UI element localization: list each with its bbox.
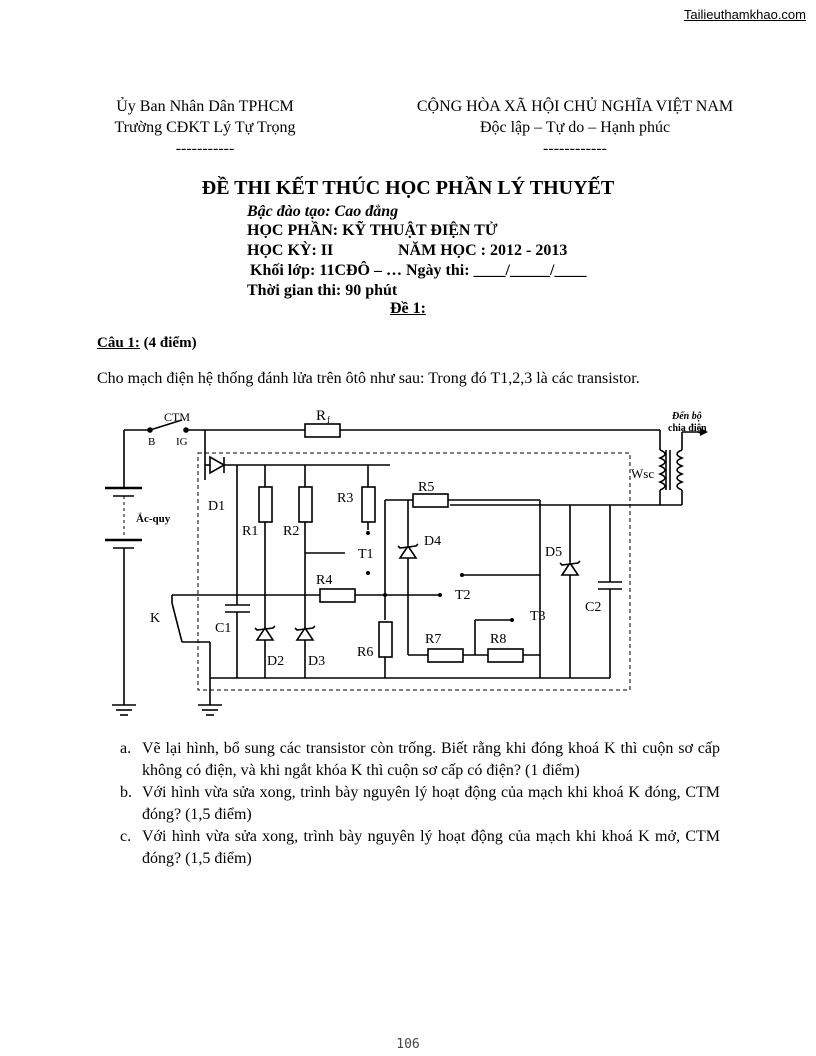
answer-item-b: b. Với hình vừa sửa xong, trình bày nguy… bbox=[120, 782, 720, 826]
label-r7: R7 bbox=[425, 632, 441, 647]
label-output-1: Đến bộ bbox=[671, 411, 702, 422]
answer-item-a: a. Vẽ lại hình, bổ sung các transistor c… bbox=[120, 738, 720, 782]
ignition-circuit-diagram: CTM B IG R f Đến bộ chia điện Wsc Ắc-quy… bbox=[105, 408, 708, 716]
label-c2: C2 bbox=[585, 600, 601, 615]
label-output-2: chia điện bbox=[668, 423, 707, 434]
question-intro: Cho mạch điện hệ thống đánh lửa trên ôtô… bbox=[97, 370, 640, 387]
item-label: c. bbox=[120, 828, 132, 845]
class-and-date: Khối lớp: 11CĐÔ – … Ngày thi: ____/_____… bbox=[250, 262, 587, 279]
school-year: NĂM HỌC : 2012 - 2013 bbox=[398, 242, 568, 259]
page-number: 106 bbox=[396, 1037, 420, 1052]
question-heading: Câu 1: (4 điểm) bbox=[97, 335, 197, 352]
label-d2: D2 bbox=[267, 654, 284, 669]
label-ctm: CTM bbox=[164, 410, 190, 424]
header-right: CỘNG HÒA XÃ HỘI CHỦ NGHĨA VIỆT NAM Độc l… bbox=[380, 96, 770, 159]
national-motto: Độc lập – Tự do – Hạnh phúc bbox=[479, 119, 671, 136]
label-r4: R4 bbox=[316, 573, 332, 588]
label-d1: D1 bbox=[208, 499, 225, 514]
question-label: Câu 1: bbox=[97, 335, 140, 351]
label-r1: R1 bbox=[242, 524, 258, 539]
item-label: b. bbox=[120, 784, 132, 801]
label-r5: R5 bbox=[418, 480, 434, 495]
issuing-authority: Ủy Ban Nhân Dân TPHCM bbox=[116, 98, 294, 115]
item-label: a. bbox=[120, 740, 132, 757]
training-level: Bậc đào tạo: Cao đẳng bbox=[247, 203, 399, 220]
label-d5: D5 bbox=[545, 545, 562, 560]
header-right-rule: ------------ bbox=[543, 140, 607, 157]
exam-duration: Thời gian thi: 90 phút bbox=[247, 282, 398, 299]
item-text: Vẽ lại hình, bổ sung các transistor còn … bbox=[142, 740, 720, 779]
label-c1: C1 bbox=[215, 621, 231, 636]
header-left: Ủy Ban Nhân Dân TPHCM Trường CĐKT Lý Tự … bbox=[80, 96, 330, 159]
paper-label: Đề 1: bbox=[390, 300, 426, 317]
course-name: HỌC PHẦN: KỸ THUẬT ĐIỆN TỬ bbox=[247, 222, 498, 239]
item-text: Với hình vừa sửa xong, trình bày nguyên … bbox=[142, 784, 720, 823]
label-ig: IG bbox=[176, 436, 188, 448]
label-d4: D4 bbox=[424, 534, 441, 549]
answer-item-c: c. Với hình vừa sửa xong, trình bày nguy… bbox=[120, 826, 720, 870]
question-points: (4 điểm) bbox=[143, 335, 197, 351]
label-b: B bbox=[148, 436, 155, 448]
label-t3: T3 bbox=[530, 609, 546, 624]
national-title: CỘNG HÒA XÃ HỘI CHỦ NGHĨA VIỆT NAM bbox=[416, 98, 734, 115]
label-r6: R6 bbox=[357, 645, 373, 660]
label-rf: R bbox=[316, 408, 326, 424]
label-battery: Ắc-quy bbox=[136, 512, 171, 525]
semester: HỌC KỲ: II bbox=[247, 242, 334, 259]
label-t2: T2 bbox=[455, 588, 471, 603]
label-rf-sub: f bbox=[327, 415, 330, 425]
answer-items: a. Vẽ lại hình, bổ sung các transistor c… bbox=[120, 738, 720, 870]
label-r2: R2 bbox=[283, 524, 299, 539]
label-wsc: Wsc bbox=[631, 466, 654, 481]
item-text: Với hình vừa sửa xong, trình bày nguyên … bbox=[142, 828, 720, 867]
watermark: Tailieuthamkhao.com bbox=[683, 7, 806, 22]
school-name: Trường CĐKT Lý Tự Trọng bbox=[114, 119, 296, 136]
label-d3: D3 bbox=[308, 654, 325, 669]
label-r8: R8 bbox=[490, 632, 506, 647]
exam-title: ĐỀ THI KẾT THÚC HỌC PHẦN LÝ THUYẾT bbox=[201, 177, 615, 199]
header-left-rule: ----------- bbox=[175, 140, 235, 157]
label-r3: R3 bbox=[337, 491, 353, 506]
label-k: K bbox=[150, 611, 160, 626]
label-t1: T1 bbox=[358, 547, 374, 562]
